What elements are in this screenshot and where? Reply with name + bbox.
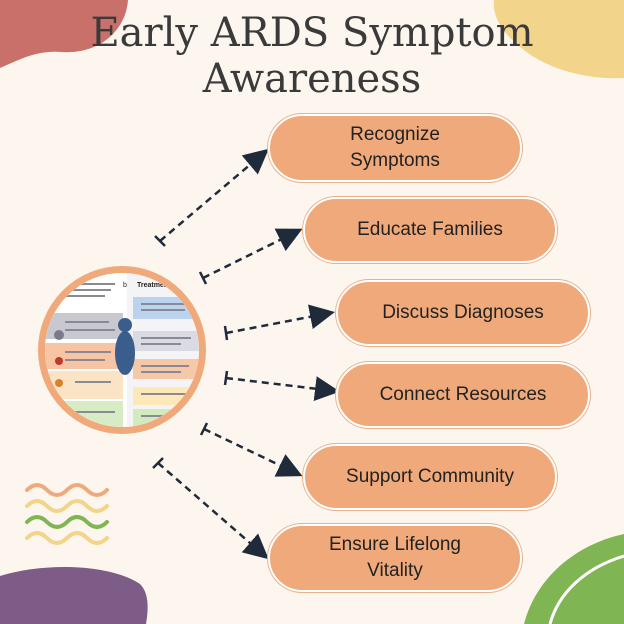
arrow-support-community	[199, 422, 303, 477]
title-line-1: Early ARDS Symptom	[90, 10, 534, 56]
blob-bottom-right	[524, 534, 624, 624]
pill-text-line2: Vitality	[367, 560, 423, 581]
pill-educate-families: Educate Families	[303, 197, 557, 263]
arrow-connect-resources	[223, 370, 340, 402]
pill-text-line1: Ensure Lifelong	[328, 534, 462, 555]
arrow-educate-families	[198, 228, 303, 285]
pill-text-line1: Connect Resources	[379, 384, 547, 405]
pill-discuss-diagnoses: Discuss Diagnoses	[336, 280, 590, 346]
pill-connect-resources: Connect Resources	[336, 362, 590, 428]
infographic-side-label: b	[123, 282, 127, 289]
arrow-ensure-vitality	[152, 457, 269, 560]
pill-text-line1: Educate Families	[357, 219, 503, 240]
ards-infographic-image: b Treatment	[38, 266, 206, 434]
blob-top-right	[493, 0, 624, 79]
page-title: Early ARDS Symptom Awareness	[0, 10, 624, 102]
pill-text-line1: Support Community	[346, 466, 514, 487]
infographic-header: Treatment	[137, 282, 171, 289]
squiggle-decoration	[25, 483, 109, 545]
pill-text-line1: Discuss Diagnoses	[382, 302, 544, 323]
arrow-discuss-diagnoses	[223, 304, 335, 341]
arrow-recognize-symptoms	[154, 148, 269, 247]
pill-text-line2: Symptoms	[350, 150, 440, 171]
pill-support-community: Support Community	[303, 444, 557, 510]
title-line-2: Awareness	[202, 56, 422, 102]
pill-text-line1: Recognize	[350, 124, 440, 145]
blob-bottom-left	[0, 566, 148, 624]
blob-top-left	[0, 0, 128, 68]
